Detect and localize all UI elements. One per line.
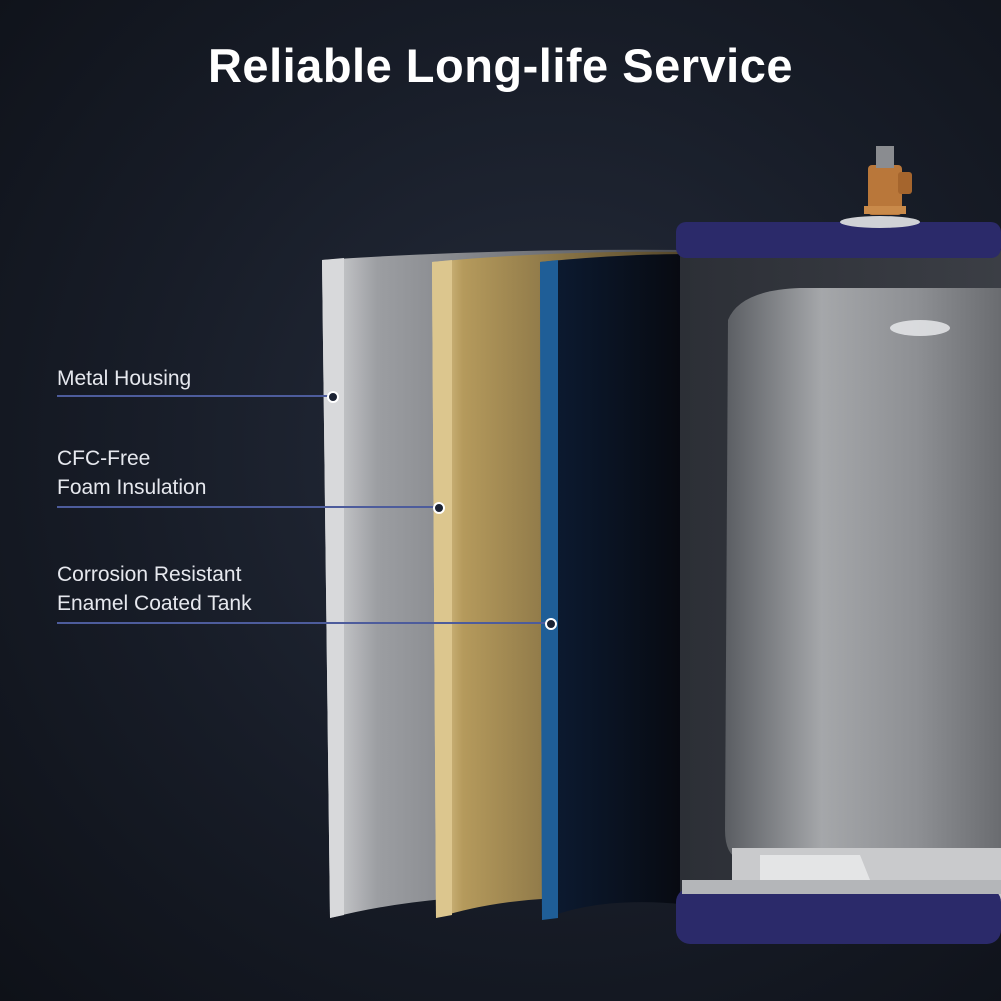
callout-line-foam-insulation [57, 506, 438, 508]
label-metal-housing: Metal Housing [57, 364, 191, 393]
label-line: Metal Housing [57, 367, 192, 390]
enamel-tank-layer [540, 254, 690, 920]
relief-valve-icon [864, 146, 912, 215]
callout-dot-foam-insulation [433, 502, 445, 514]
label-line: Foam Insulation [57, 476, 207, 499]
callout-line-metal-housing [57, 395, 332, 397]
label-foam-insulation: CFC-Free Foam Insulation [57, 444, 206, 502]
water-heater-tank [676, 216, 1001, 944]
page-title: Reliable Long-life Service [207, 39, 793, 92]
label-line: CFC-Free [57, 447, 151, 470]
label-enamel-tank: Corrosion Resistant Enamel Coated Tank [57, 560, 252, 618]
callout-line-enamel-tank [57, 622, 550, 624]
callout-dot-enamel-tank [545, 618, 557, 630]
callout-dot-metal-housing [327, 391, 339, 403]
label-line: Enamel Coated Tank [57, 592, 252, 615]
label-line: Corrosion Resistant [57, 563, 242, 586]
